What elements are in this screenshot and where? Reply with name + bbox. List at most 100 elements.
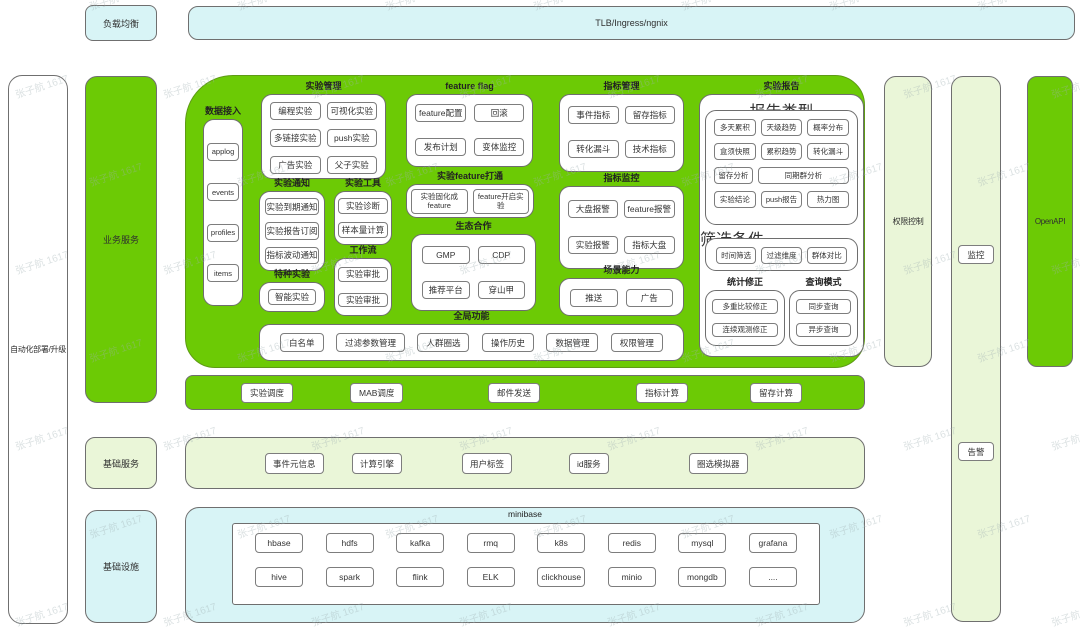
box-item: minio	[607, 567, 656, 587]
experiment-notify-container: 实验到期通知实验报告订阅指标波动通知	[259, 191, 325, 271]
base-service-item: id服务	[569, 453, 609, 474]
deploy-column: 自动化部署/升级	[8, 75, 68, 624]
query-mode-container: 同步查询异步查询	[789, 290, 858, 346]
box-item: 发布计划	[415, 138, 467, 156]
box-item: GMP	[422, 246, 470, 264]
section-title: 数据接入	[204, 106, 241, 116]
box-item: push报告	[760, 191, 803, 208]
box-item: 事件指标	[568, 106, 619, 124]
scheduler-item: MAB调度	[350, 383, 404, 403]
box-item: 实验报警	[568, 235, 618, 254]
monitor-box: 监控	[958, 245, 994, 264]
section-metric-monitor: 指标监控 大盘报警 feature报警实验报警指标大盘	[559, 173, 684, 269]
section-global-functions: 全局功能 白名单过滤参数管理人群圈选操作历史数据管理权限管理	[259, 311, 684, 361]
box-item: feature开启实验	[472, 189, 529, 214]
box-item: spark	[325, 567, 374, 587]
box-item: 样本量计算	[338, 222, 388, 238]
box-item: 人群圈选	[417, 333, 470, 352]
box-item: feature报警	[623, 200, 675, 218]
watermark-text: 张子航 1617	[1050, 602, 1080, 629]
box-item: 数据管理	[546, 333, 599, 352]
monitor-alert-column	[951, 76, 1001, 622]
box-item: 大盘报警	[568, 200, 618, 218]
box-item: 实验审批	[338, 292, 388, 307]
section-title: 实验工具	[344, 178, 381, 188]
section-title: 统计修正	[726, 277, 763, 287]
box-item: 多重比较修正	[712, 299, 778, 314]
box-item: 白名单	[280, 333, 324, 352]
box-item: 广告实验	[270, 156, 321, 174]
box-item: 指标波动通知	[265, 246, 319, 264]
box-item: 指标大盘	[623, 235, 675, 254]
box-item: 实验报告订阅	[265, 222, 319, 240]
experiment-tools-container: 实验诊断样本量计算	[334, 191, 392, 245]
report-type-row: 多天累积天级趋势概率分布	[714, 119, 850, 136]
box-item: 父子实验	[326, 156, 378, 174]
box-item: 留存分析	[714, 167, 753, 184]
box-item: 热力图	[807, 191, 850, 208]
box-item: 实验固化成feature	[411, 189, 468, 214]
box-item: 时间筛选	[716, 247, 757, 264]
section-title: 生态合作	[455, 221, 492, 231]
box-item: flink	[396, 567, 445, 587]
box-item: 过滤参数管理	[335, 333, 405, 352]
box-item: profiles	[207, 223, 239, 242]
box-item: 留存指标	[624, 106, 675, 124]
box-item: rmq	[466, 533, 515, 553]
box-item: 推送	[570, 289, 618, 307]
box-item: CDP	[477, 246, 525, 264]
box-item: applog	[207, 142, 239, 161]
box-item: 盒须快照	[714, 143, 756, 160]
special-experiment-container: 智能实验	[259, 282, 325, 312]
section-workflow: 工作流 实验审批实验审批	[334, 245, 392, 316]
box-item: 转化漏斗	[807, 143, 850, 160]
box-item: 智能实验	[268, 289, 316, 305]
global-functions-container: 白名单过滤参数管理人群圈选操作历史数据管理权限管理	[259, 324, 684, 361]
report-type-row: 盒须快照累积趋势转化漏斗	[714, 143, 850, 160]
box-item: 多链接实验	[270, 129, 321, 147]
feature-flag-container: feature配置回滚发布计划变体监控	[406, 94, 533, 167]
section-title: 指标管理	[603, 81, 640, 91]
metric-management-container: 事件指标留存指标转化漏斗技术指标	[559, 94, 684, 172]
section-title: 特种实验	[273, 269, 310, 279]
box-item: 广告	[625, 289, 673, 307]
box-item: 同期群分析	[757, 167, 849, 184]
openapi-column: OpenAPI	[1027, 76, 1073, 367]
box-item: feature配置	[415, 104, 467, 122]
box-item: mongdb	[678, 567, 727, 587]
box-item: 概率分布	[807, 119, 850, 136]
base-service-item: 计算引擎	[352, 453, 403, 474]
section-title: 实验管理	[305, 81, 342, 91]
box-item: kafka	[396, 533, 445, 553]
box-item: 回滚	[474, 104, 524, 122]
box-item: hbase	[255, 533, 303, 553]
scheduler-item: 留存计算	[750, 383, 803, 403]
section-special-experiment: 特种实验 智能实验	[259, 269, 325, 312]
box-item: push实验	[326, 129, 378, 147]
statistical-correction-container: 多重比较修正连续观测修正	[705, 290, 785, 346]
box-item: 实验结论	[714, 191, 756, 208]
box-item: hive	[255, 567, 303, 587]
box-item: 群体对比	[806, 247, 847, 264]
section-title: 指标监控	[603, 173, 640, 183]
box-item: mysql	[678, 533, 727, 553]
box-item: 变体监控	[474, 138, 524, 156]
box-item: 累积趋势	[760, 143, 803, 160]
gateway-block: TLB/Ingress/ngnix	[188, 6, 1075, 40]
box-item: 天级趋势	[760, 119, 803, 136]
scene-capability-container: 推送广告	[559, 278, 684, 316]
section-scene-capability: 场景能力 推送广告	[559, 265, 684, 316]
